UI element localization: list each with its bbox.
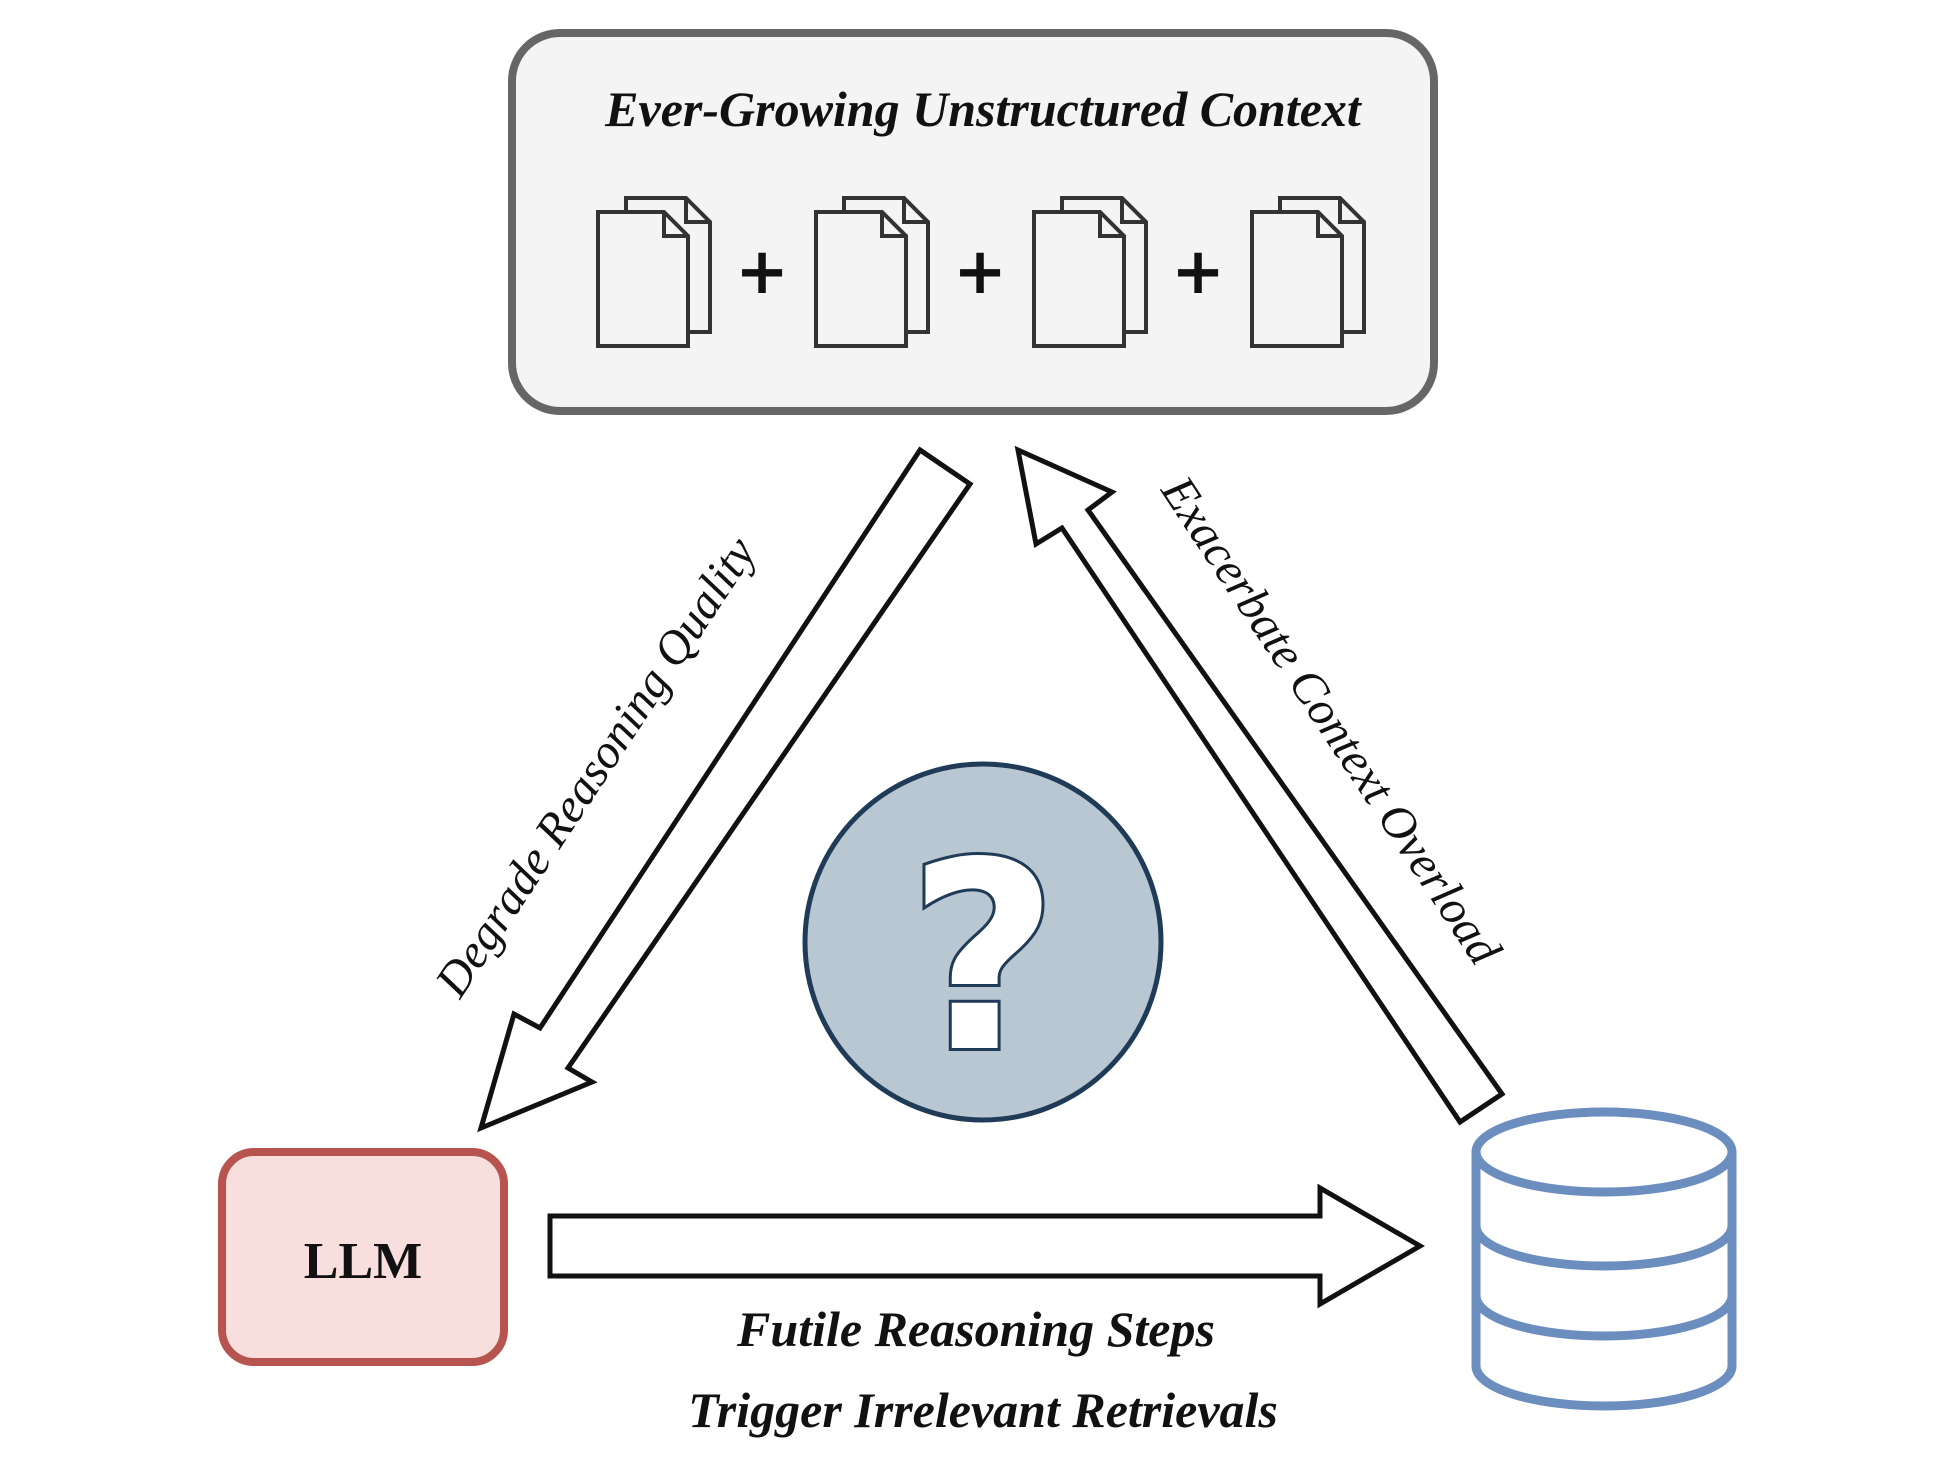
context-title: Ever-Growing Unstructured Context [604, 81, 1363, 137]
arrow-llm-to-database: Futile Reasoning Steps Trigger Irrelevan… [547, 1183, 1425, 1438]
database-icon [1471, 1107, 1737, 1411]
llm-label: LLM [304, 1233, 422, 1290]
question-mark-icon: ? [908, 808, 1059, 1110]
document-icon [596, 196, 712, 348]
arrow-label-futile: Futile Reasoning Steps [736, 1301, 1215, 1357]
document-icon [814, 196, 930, 348]
plus-sign: + [1171, 235, 1225, 309]
plus-sign: + [953, 235, 1007, 309]
document-icon [1250, 196, 1366, 348]
document-icon [1032, 196, 1148, 348]
context-box: Ever-Growing Unstructured Context + + + [508, 29, 1438, 415]
question-circle: ? [802, 761, 1164, 1123]
arrow-label-trigger: Trigger Irrelevant Retrievals [688, 1382, 1278, 1438]
plus-sign: + [735, 235, 789, 309]
llm-box: LLM [218, 1148, 508, 1366]
